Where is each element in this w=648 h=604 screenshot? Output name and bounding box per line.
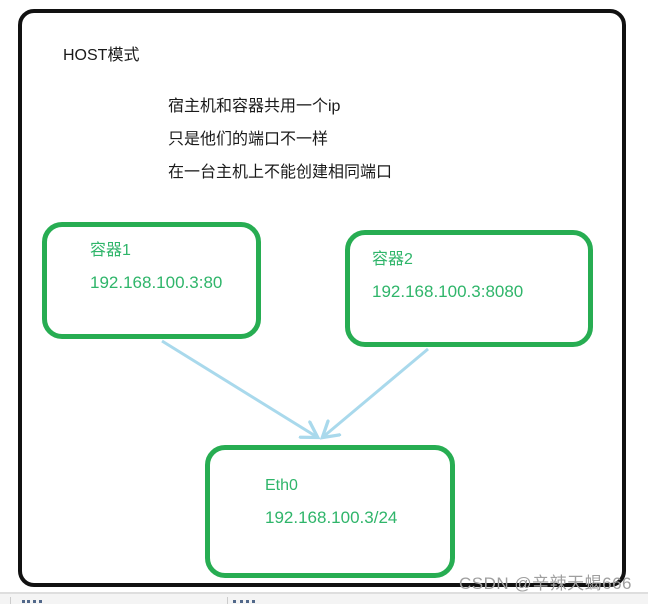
node-container1-label: 容器1 [90,242,131,259]
node-eth0-address: 192.168.100.3/24 [265,508,398,527]
bottom-edge-strip [0,592,648,604]
node-eth0: Eth0 192.168.100.3/24 [205,445,455,578]
bottom-strip-text-stub-right [233,600,255,604]
node-container2-label: 容器2 [372,251,413,268]
node-container2-address: 192.168.100.3:8080 [372,282,524,301]
description-line-3: 在一台主机上不能创建相同端口 [168,164,393,181]
diagram-outer-frame [18,9,626,587]
diagram-description: 宿主机和容器共用一个ip 只是他们的端口不一样 在一台主机上不能创建相同端口 [168,90,392,189]
description-line-1: 宿主机和容器共用一个ip [168,98,341,115]
diagram-title: HOST模式 [63,47,140,64]
bottom-strip-text-stub-left [22,600,42,604]
csdn-watermark: CSDN @辛辣天蝎666 [458,574,632,593]
node-container1: 容器1 192.168.100.3:80 [42,222,261,339]
node-container1-address: 192.168.100.3:80 [90,273,223,292]
node-eth0-label: Eth0 [265,477,298,494]
description-line-2: 只是他们的端口不一样 [168,131,329,148]
node-container2: 容器2 192.168.100.3:8080 [345,230,593,347]
bottom-strip-divider-right [227,597,228,604]
bottom-strip-divider-left [10,597,11,604]
